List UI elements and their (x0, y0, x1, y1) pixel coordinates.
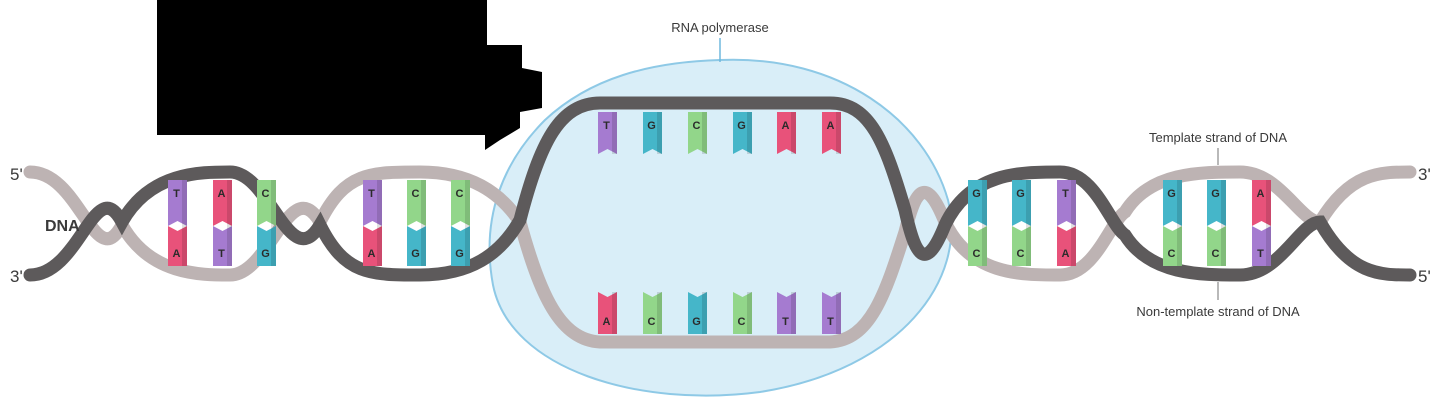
base-letter: A (173, 248, 181, 260)
base-pair-left-top: T (363, 180, 382, 226)
base-pair-right-top: G (1207, 180, 1226, 226)
base-pair-right-bottom: A (1057, 226, 1076, 266)
base-letter: C (412, 188, 420, 200)
base-pair-left-bottom: G (257, 226, 276, 266)
base-letter: A (603, 316, 611, 328)
redaction-block (157, 0, 542, 150)
base-pair-left-bottom: G (407, 226, 426, 266)
base-letter: A (1062, 248, 1070, 260)
base-letter: C (1212, 248, 1220, 260)
base-letter: C (693, 120, 701, 132)
base-letter: C (1168, 248, 1176, 260)
base-letter: T (368, 188, 375, 200)
left-5prime-label: 5' (10, 165, 23, 184)
base-pair-right-top: T (1057, 180, 1076, 226)
base-pair-left-top: A (213, 180, 232, 226)
base-letter: A (218, 188, 226, 200)
non-template-strand-backbone (23, 165, 1417, 349)
base-letter: A (1257, 188, 1265, 200)
base-letter: G (1016, 188, 1025, 200)
base-pair-left-bottom: A (168, 226, 187, 266)
base-letter: T (827, 316, 834, 328)
non-template-base: A (598, 292, 617, 334)
base-letter: C (1017, 248, 1025, 260)
base-letter: G (411, 248, 420, 260)
base-pair-right-bottom: C (968, 226, 987, 266)
template-base: A (777, 112, 796, 154)
left-3prime-label: 3' (10, 267, 23, 286)
template-strand-label: Template strand of DNA (1149, 130, 1287, 145)
base-letter: T (603, 120, 610, 132)
base-pair-left-bottom: G (451, 226, 470, 266)
template-base: T (598, 112, 617, 154)
base-pair-left-top: C (257, 180, 276, 226)
base-pair-left-top: T (168, 180, 187, 226)
base-pair-right-top: G (968, 180, 987, 226)
non-template-strand-label: Non-template strand of DNA (1136, 304, 1300, 319)
base-pair-left-top: C (451, 180, 470, 226)
base-letter: G (692, 316, 701, 328)
base-letter: C (648, 316, 656, 328)
base-pair-right-top: G (1163, 180, 1182, 226)
dna-label: DNA (45, 218, 80, 235)
base-letter: C (738, 316, 746, 328)
base-letter: G (737, 120, 746, 132)
base-letter: T (1062, 188, 1069, 200)
base-pair-right-bottom: T (1252, 226, 1271, 266)
rna-polymerase-label: RNA polymerase (671, 20, 769, 35)
base-pair-left-bottom: A (363, 226, 382, 266)
non-template-base: C (643, 292, 662, 334)
base-pair-left-bottom: T (213, 226, 232, 266)
base-letter: T (782, 316, 789, 328)
right-3prime-label: 3' (1418, 165, 1431, 184)
base-pair-right-bottom: C (1163, 226, 1182, 266)
base-letter: C (262, 188, 270, 200)
base-letter: G (1167, 188, 1176, 200)
template-strand-backbone (23, 96, 1417, 282)
base-letter: C (456, 188, 464, 200)
base-letter: A (827, 120, 835, 132)
base-letter: G (455, 248, 464, 260)
base-letter: G (1211, 188, 1220, 200)
base-letter: A (782, 120, 790, 132)
base-pair-right-top: A (1252, 180, 1271, 226)
template-base: G (643, 112, 662, 154)
template-base: A (822, 112, 841, 154)
base-pair-left-top: C (407, 180, 426, 226)
base-letter: G (972, 188, 981, 200)
right-5prime-label: 5' (1418, 267, 1431, 286)
non-template-base: G (688, 292, 707, 334)
base-letter: C (973, 248, 981, 260)
template-base: G (733, 112, 752, 154)
base-pair-right-bottom: C (1207, 226, 1226, 266)
base-pair-right-bottom: C (1012, 226, 1031, 266)
non-template-base: T (822, 292, 841, 334)
base-letter: T (218, 248, 225, 260)
base-letter: G (261, 248, 270, 260)
template-base: C (688, 112, 707, 154)
base-letter: A (368, 248, 376, 260)
base-pair-right-top: G (1012, 180, 1031, 226)
base-letter: G (647, 120, 656, 132)
base-letter: T (1257, 248, 1264, 260)
non-template-base: C (733, 292, 752, 334)
base-letter: T (173, 188, 180, 200)
non-template-base: T (777, 292, 796, 334)
